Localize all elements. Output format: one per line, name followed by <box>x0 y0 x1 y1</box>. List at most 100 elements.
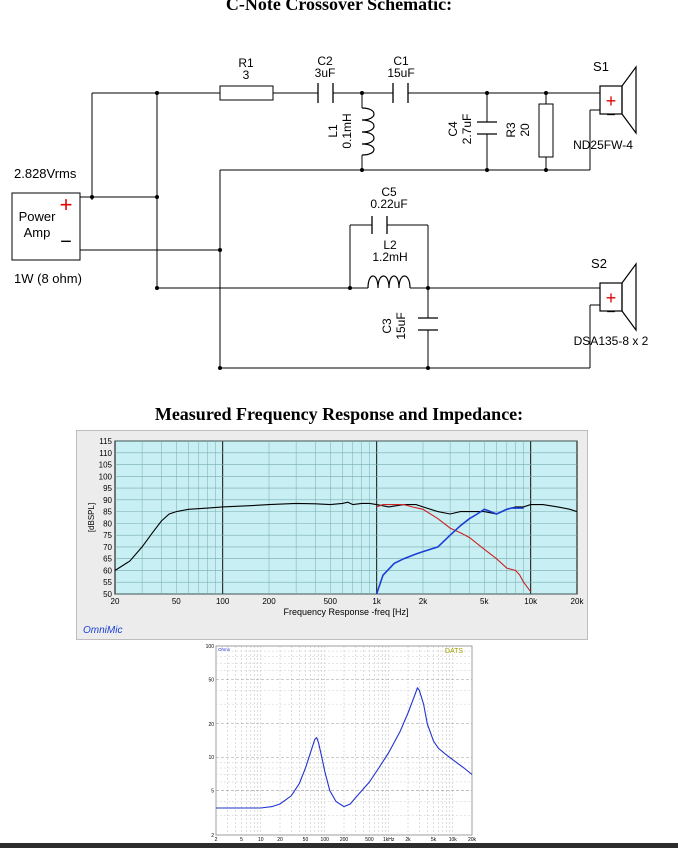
source-power: 1W (8 ohm) <box>14 271 82 286</box>
y-tick-label: 95 <box>103 484 112 493</box>
c3-capacitor <box>418 317 438 331</box>
c1-ref: C1 <box>393 54 409 68</box>
wire-return-top <box>220 92 600 171</box>
x-tick-label: 2 <box>215 837 218 843</box>
c2-capacitor <box>317 83 334 103</box>
l2-ref: L2 <box>383 238 397 252</box>
bottom-bar <box>0 843 678 848</box>
x-tick-label: 200 <box>262 597 276 606</box>
x-tick-label: 5k <box>480 597 489 606</box>
x-tick-label: 200 <box>340 837 349 843</box>
c4-capacitor <box>477 121 497 135</box>
schematic-title: C-Note Crossover Schematic: <box>225 0 453 14</box>
wire-left-plus <box>80 93 157 200</box>
y-tick-label: 10 <box>208 755 214 761</box>
y-tick-label: 90 <box>103 496 112 505</box>
y-tick-label: 115 <box>99 437 112 446</box>
x-tick-label: 1k <box>372 597 381 606</box>
y-axis-label: Ohms <box>218 647 231 652</box>
y-tick-label: 65 <box>103 555 112 564</box>
y-tick-label: 70 <box>103 543 112 552</box>
c4-ref: C4 <box>446 121 460 137</box>
s2-minus: − <box>606 304 615 321</box>
l2-inductor <box>367 275 411 289</box>
y-tick-label: 110 <box>99 449 112 458</box>
x-tick-label: 20 <box>277 837 283 843</box>
y-tick-label: 60 <box>103 566 112 575</box>
c3-value: 15uF <box>394 312 408 339</box>
r3-resistor <box>538 103 554 158</box>
y-tick-label: 20 <box>208 722 214 728</box>
y-tick-label: 5 <box>211 789 214 795</box>
x-tick-label: 10k <box>524 597 538 606</box>
y-axis-label: [dBSPL] <box>87 503 96 532</box>
source-voltage: 2.828Vrms <box>14 166 77 181</box>
c1-capacitor <box>392 83 409 103</box>
s2-speaker-icon <box>599 262 637 332</box>
c2-ref: C2 <box>317 54 333 68</box>
wire-bottom <box>220 304 600 369</box>
s1-model: ND25FW-4 <box>573 138 633 152</box>
power-amp-box <box>11 192 81 261</box>
c5-value: 0.22uF <box>370 197 407 211</box>
impedance-curve <box>216 686 473 809</box>
omnimic-brand: OmniMic <box>83 625 122 636</box>
s1-minus: − <box>606 107 615 124</box>
y-tick-label: 50 <box>208 677 214 683</box>
y-tick-label: 85 <box>103 508 112 517</box>
s2-plus: + <box>606 288 617 308</box>
wire-minus <box>80 170 221 368</box>
crossover-schematic: R1 3 C2 3uF C1 15uF L1 0.1mH C4 2.7uF R3… <box>11 54 649 370</box>
c1-value: 15uF <box>387 66 414 80</box>
r1-ref: R1 <box>238 56 254 70</box>
y-tick-label: 105 <box>99 461 113 470</box>
x-tick-label: 20 <box>111 597 120 606</box>
x-tick-label: 500 <box>365 837 374 843</box>
power-amp-minus: − <box>60 231 72 253</box>
dats-brand: DATS <box>445 648 463 655</box>
s1-ref: S1 <box>593 59 609 74</box>
x-tick-label: 20k <box>468 837 477 843</box>
x-axis-label: Frequency Response -freq [Hz] <box>283 607 408 617</box>
x-tick-label: 20k <box>571 597 585 606</box>
x-tick-label: 50 <box>303 837 309 843</box>
junction-dots <box>90 91 548 370</box>
s1-plus: + <box>606 91 617 111</box>
c5-ref: C5 <box>381 185 397 199</box>
x-tick-label: 2k <box>419 597 428 606</box>
r1-resistor <box>219 85 274 101</box>
x-tick-label: 10 <box>258 837 264 843</box>
y-tick-label: 55 <box>103 578 112 587</box>
r3-ref: R3 <box>504 122 518 138</box>
y-tick-label: 100 <box>206 644 215 650</box>
y-tick-label: 75 <box>103 531 112 540</box>
s2-ref: S2 <box>591 256 607 271</box>
x-tick-label: 5 <box>240 837 243 843</box>
c4-value: 2.7uF <box>460 114 474 145</box>
l1-inductor <box>361 107 375 156</box>
l1-value: 0.1mH <box>340 113 354 148</box>
series-line-2 <box>376 504 532 592</box>
s2-model: DSA135-8 x 2 <box>574 334 649 348</box>
r3-value: 20 <box>518 123 532 137</box>
y-tick-label: 80 <box>103 519 112 528</box>
s1-speaker-icon <box>599 65 637 135</box>
y-tick-label: 100 <box>99 472 113 481</box>
c3-ref: C3 <box>380 318 394 334</box>
x-tick-label: 1kHz <box>383 837 395 843</box>
x-tick-label: 500 <box>324 597 338 606</box>
x-tick-label: 100 <box>321 837 330 843</box>
measurements-title: Measured Frequency Response and Impedanc… <box>154 404 524 424</box>
x-tick-label: 100 <box>216 597 230 606</box>
series-line-3 <box>375 507 524 595</box>
wire-woofer-top <box>157 224 600 289</box>
l2-value: 1.2mH <box>372 250 407 264</box>
power-amp-plus: + <box>60 192 73 217</box>
x-tick-label: 2k <box>405 837 411 843</box>
c2-value: 3uF <box>315 66 336 80</box>
r1-value: 3 <box>243 68 250 82</box>
